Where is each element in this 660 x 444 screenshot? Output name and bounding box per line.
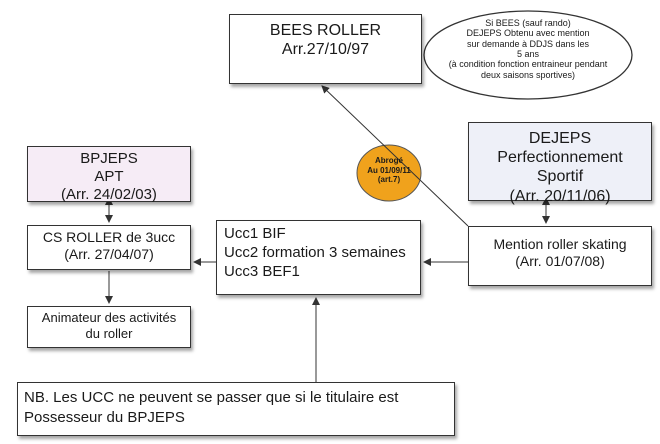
dejeps-title: DEJEPS <box>528 130 592 147</box>
cs-date: (Arr. 27/04/07) <box>64 245 154 262</box>
bpjeps-line2: APT <box>94 168 124 185</box>
note-line: (à condition fonction entraineur pendant <box>448 59 608 70</box>
badge-line1: Abrogé <box>375 156 403 165</box>
note-line: sur demande à DDJS dans les <box>466 38 590 49</box>
note-text: Si BEES (sauf rando) DEJEPS Obtenu avec … <box>422 9 634 101</box>
badge-line3: (art.7) <box>377 175 401 185</box>
note-line: DEJEPS Obtenu avec mention <box>466 28 590 39</box>
mention-date: (Arr. 01/07/08) <box>515 252 605 269</box>
bpjeps-box: BPJEPS APT (Arr. 24/02/03) <box>27 146 191 203</box>
nb-text-line2: Possesseur du BPJEPS <box>24 408 185 426</box>
note-line: deux saisons sportives) <box>480 69 576 80</box>
bpjeps-title: BPJEPS <box>80 150 138 167</box>
animateur-box: Animateur des activités du roller <box>27 306 191 348</box>
ucc-item: Ucc2 formation 3 semaines <box>224 243 406 261</box>
badge-line2: Au 01/09/11 <box>367 165 411 175</box>
abroge-badge: Abrogé Au 01/09/11 (art.7) <box>356 144 422 202</box>
cs-title: CS ROLLER de 3ucc <box>42 229 176 245</box>
bees-date: Arr.27/10/97 <box>281 41 370 59</box>
dejeps-date: (Arr. 20/11/06) <box>509 187 611 205</box>
note-line: Si BEES (sauf rando) <box>485 18 571 28</box>
mention-roller-box: Mention roller skating (Arr. 01/07/08) <box>468 226 652 286</box>
nb-note-box: NB. Les UCC ne peuvent se passer que si … <box>17 382 455 436</box>
bees-roller-box: BEES ROLLER Arr.27/10/97 <box>229 14 422 84</box>
arrow-mention-to-bees <box>321 85 469 227</box>
ucc-item: Ucc3 BEF1 <box>224 262 300 280</box>
ucc-box: Ucc1 BIF Ucc2 formation 3 semaines Ucc3 … <box>216 220 421 295</box>
animateur-line2: du roller <box>85 325 133 341</box>
bpjeps-date: (Arr. 24/02/03) <box>61 186 157 203</box>
note-line: 5 ans <box>516 49 540 60</box>
animateur-line1: Animateur des activités <box>41 310 177 325</box>
mention-title: Mention roller skating <box>493 236 627 252</box>
bees-title: BEES ROLLER <box>269 22 382 39</box>
ucc-item: Ucc1 BIF <box>224 225 286 242</box>
dejeps-line3: Sportif <box>536 168 584 186</box>
note-ellipse <box>423 10 633 100</box>
dejeps-box: DEJEPS Perfectionnement Sportif (Arr. 20… <box>468 122 652 205</box>
nb-text-line1: NB. Les UCC ne peuvent se passer que si … <box>24 389 399 406</box>
abroge-badge-ellipse <box>356 144 422 202</box>
cs-roller-box: CS ROLLER de 3ucc (Arr. 27/04/07) <box>27 225 191 270</box>
dejeps-line2: Perfectionnement <box>497 149 623 167</box>
